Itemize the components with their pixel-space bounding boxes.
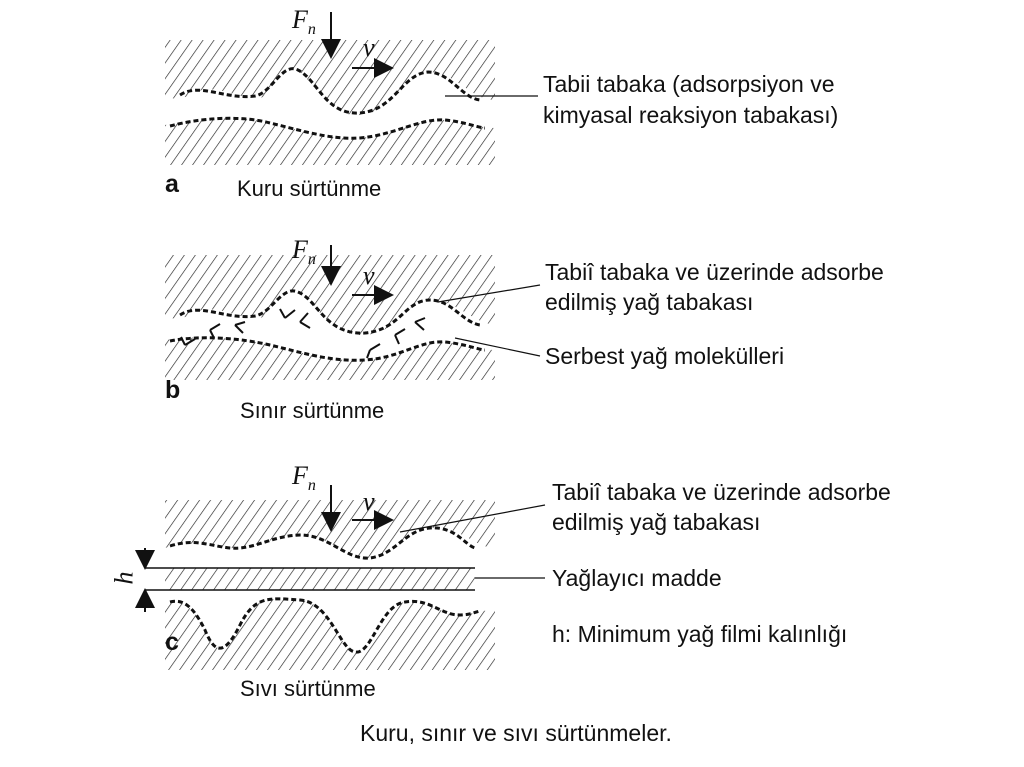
panel-c-upper-contour <box>169 526 476 560</box>
panel-c-subtitle: Sıvı sürtünme <box>240 676 376 701</box>
panel-c-lower-contour <box>169 597 481 654</box>
panel-b-velocity-symbol: v <box>363 261 375 290</box>
panel-b-label1-line2: edilmiş yağ tabakası <box>545 289 754 315</box>
panel-b-leader-line-1 <box>437 284 541 303</box>
thickness-symbol: h <box>109 571 139 585</box>
panel-c-letter: c <box>165 628 179 656</box>
panel-c-leader-line-1 <box>399 504 546 533</box>
lubricant-layer <box>165 568 475 590</box>
panel-c-velocity-symbol: v <box>363 487 375 516</box>
panel-c-force-symbol: Fn <box>292 461 316 495</box>
panel-a-label-line2: kimyasal reaksiyon tabakası) <box>543 102 839 128</box>
figure-caption: Kuru, sınır ve sıvı sürtünmeler. <box>360 720 672 746</box>
panel-a-label-line1: Tabii tabaka (adsorpsiyon ve <box>543 71 835 97</box>
panel-c-label3: h: Minimum yağ filmi kalınlığı <box>552 621 848 647</box>
panel-b-free-molecules <box>180 308 426 359</box>
panel-b-force-symbol: Fn <box>292 235 316 269</box>
panel-a-lower-contour <box>169 116 486 140</box>
panel-a-velocity-symbol: v <box>363 33 375 62</box>
panel-b-lower-contour <box>169 336 486 362</box>
panel-c-label1-line1: Tabiî tabaka ve üzerinde adsorbe <box>552 479 891 505</box>
panel-c-label2: Yağlayıcı madde <box>552 565 722 591</box>
panel-b-surfaces <box>165 255 495 380</box>
panel-a-surfaces <box>165 40 495 165</box>
panel-b-letter: b <box>165 376 181 404</box>
panel-a-upper-contour <box>179 67 481 115</box>
panel-b-upper-contour <box>179 289 481 335</box>
panel-a-force-symbol: Fn <box>292 5 316 39</box>
panel-b-label2: Serbest yağ molekülleri <box>545 343 785 369</box>
panel-a-subtitle: Kuru sürtünme <box>237 176 382 201</box>
panel-b-subtitle: Sınır sürtünme <box>240 398 385 423</box>
panel-c-label1-line2: edilmiş yağ tabakası <box>552 509 761 535</box>
panel-a-letter: a <box>165 170 179 198</box>
panel-b-label1-line1: Tabiî tabaka ve üzerinde adsorbe <box>545 259 884 285</box>
panel-b-leader-line-2 <box>454 337 541 357</box>
